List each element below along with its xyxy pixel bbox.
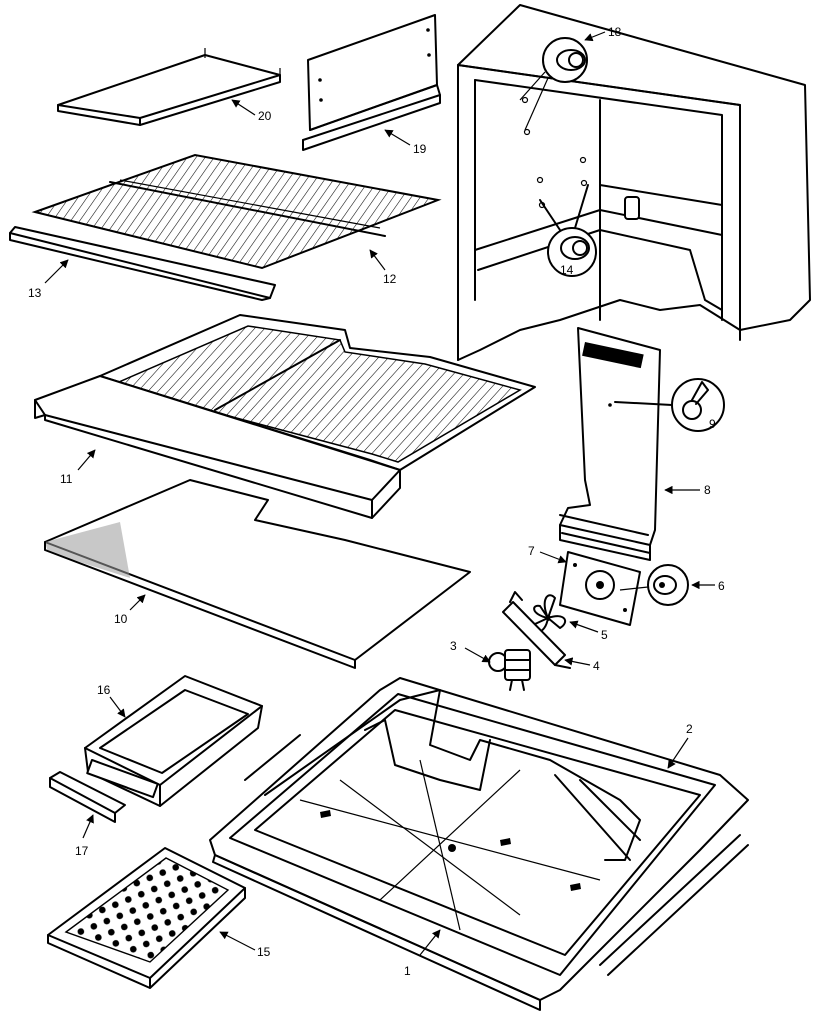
callout-12: 12	[383, 272, 397, 286]
callout-1: 1	[404, 964, 411, 978]
part-20-shelf	[57, 48, 281, 126]
part-10-glass-panel	[44, 479, 471, 669]
callout-labels: 1 2 3 4 5 6 7 8 9 10 11 12 13 14 15 16 1…	[28, 25, 725, 978]
part-7-fan-bracket	[559, 551, 641, 626]
part-13-shelf-trim	[9, 226, 276, 301]
callout-18: 18	[608, 25, 622, 39]
callout-13: 13	[28, 286, 42, 300]
callout-4: 4	[593, 659, 600, 673]
part-4-motor-bracket	[502, 591, 571, 669]
part-3-fan-motor	[488, 649, 531, 691]
part-17-handle	[49, 771, 126, 823]
callout-11: 11	[60, 472, 73, 486]
cabinet-compartment	[457, 4, 811, 361]
callout-5: 5	[601, 628, 608, 642]
callout-arrows	[44, 31, 715, 956]
part-8-air-duct	[559, 327, 661, 561]
part-15-ice-tray	[47, 847, 246, 989]
callout-15: 15	[257, 945, 271, 959]
callout-7: 7	[528, 544, 535, 558]
callout-14: 14	[560, 263, 574, 277]
part-6-grommet	[619, 564, 689, 606]
part-12-wire-shelf	[31, 153, 442, 270]
part-9-thermostat	[614, 378, 725, 432]
part-2-liner	[209, 677, 749, 1011]
part-14-bushing	[539, 184, 597, 277]
callout-10: 10	[114, 612, 128, 626]
callout-2: 2	[686, 722, 693, 736]
callout-9: 9	[709, 417, 716, 431]
part-11-crisper-shelf	[34, 314, 536, 519]
part-19-panel	[302, 14, 441, 151]
part-16-drawer	[84, 675, 263, 807]
part-18-bushing	[519, 37, 588, 131]
callout-17: 17	[75, 844, 89, 858]
callout-8: 8	[704, 483, 711, 497]
callout-20: 20	[258, 109, 272, 123]
callout-19: 19	[413, 142, 427, 156]
part-5-fan-blade	[533, 594, 567, 633]
callout-16: 16	[97, 683, 111, 697]
callout-6: 6	[718, 579, 725, 593]
callout-3: 3	[450, 639, 457, 653]
